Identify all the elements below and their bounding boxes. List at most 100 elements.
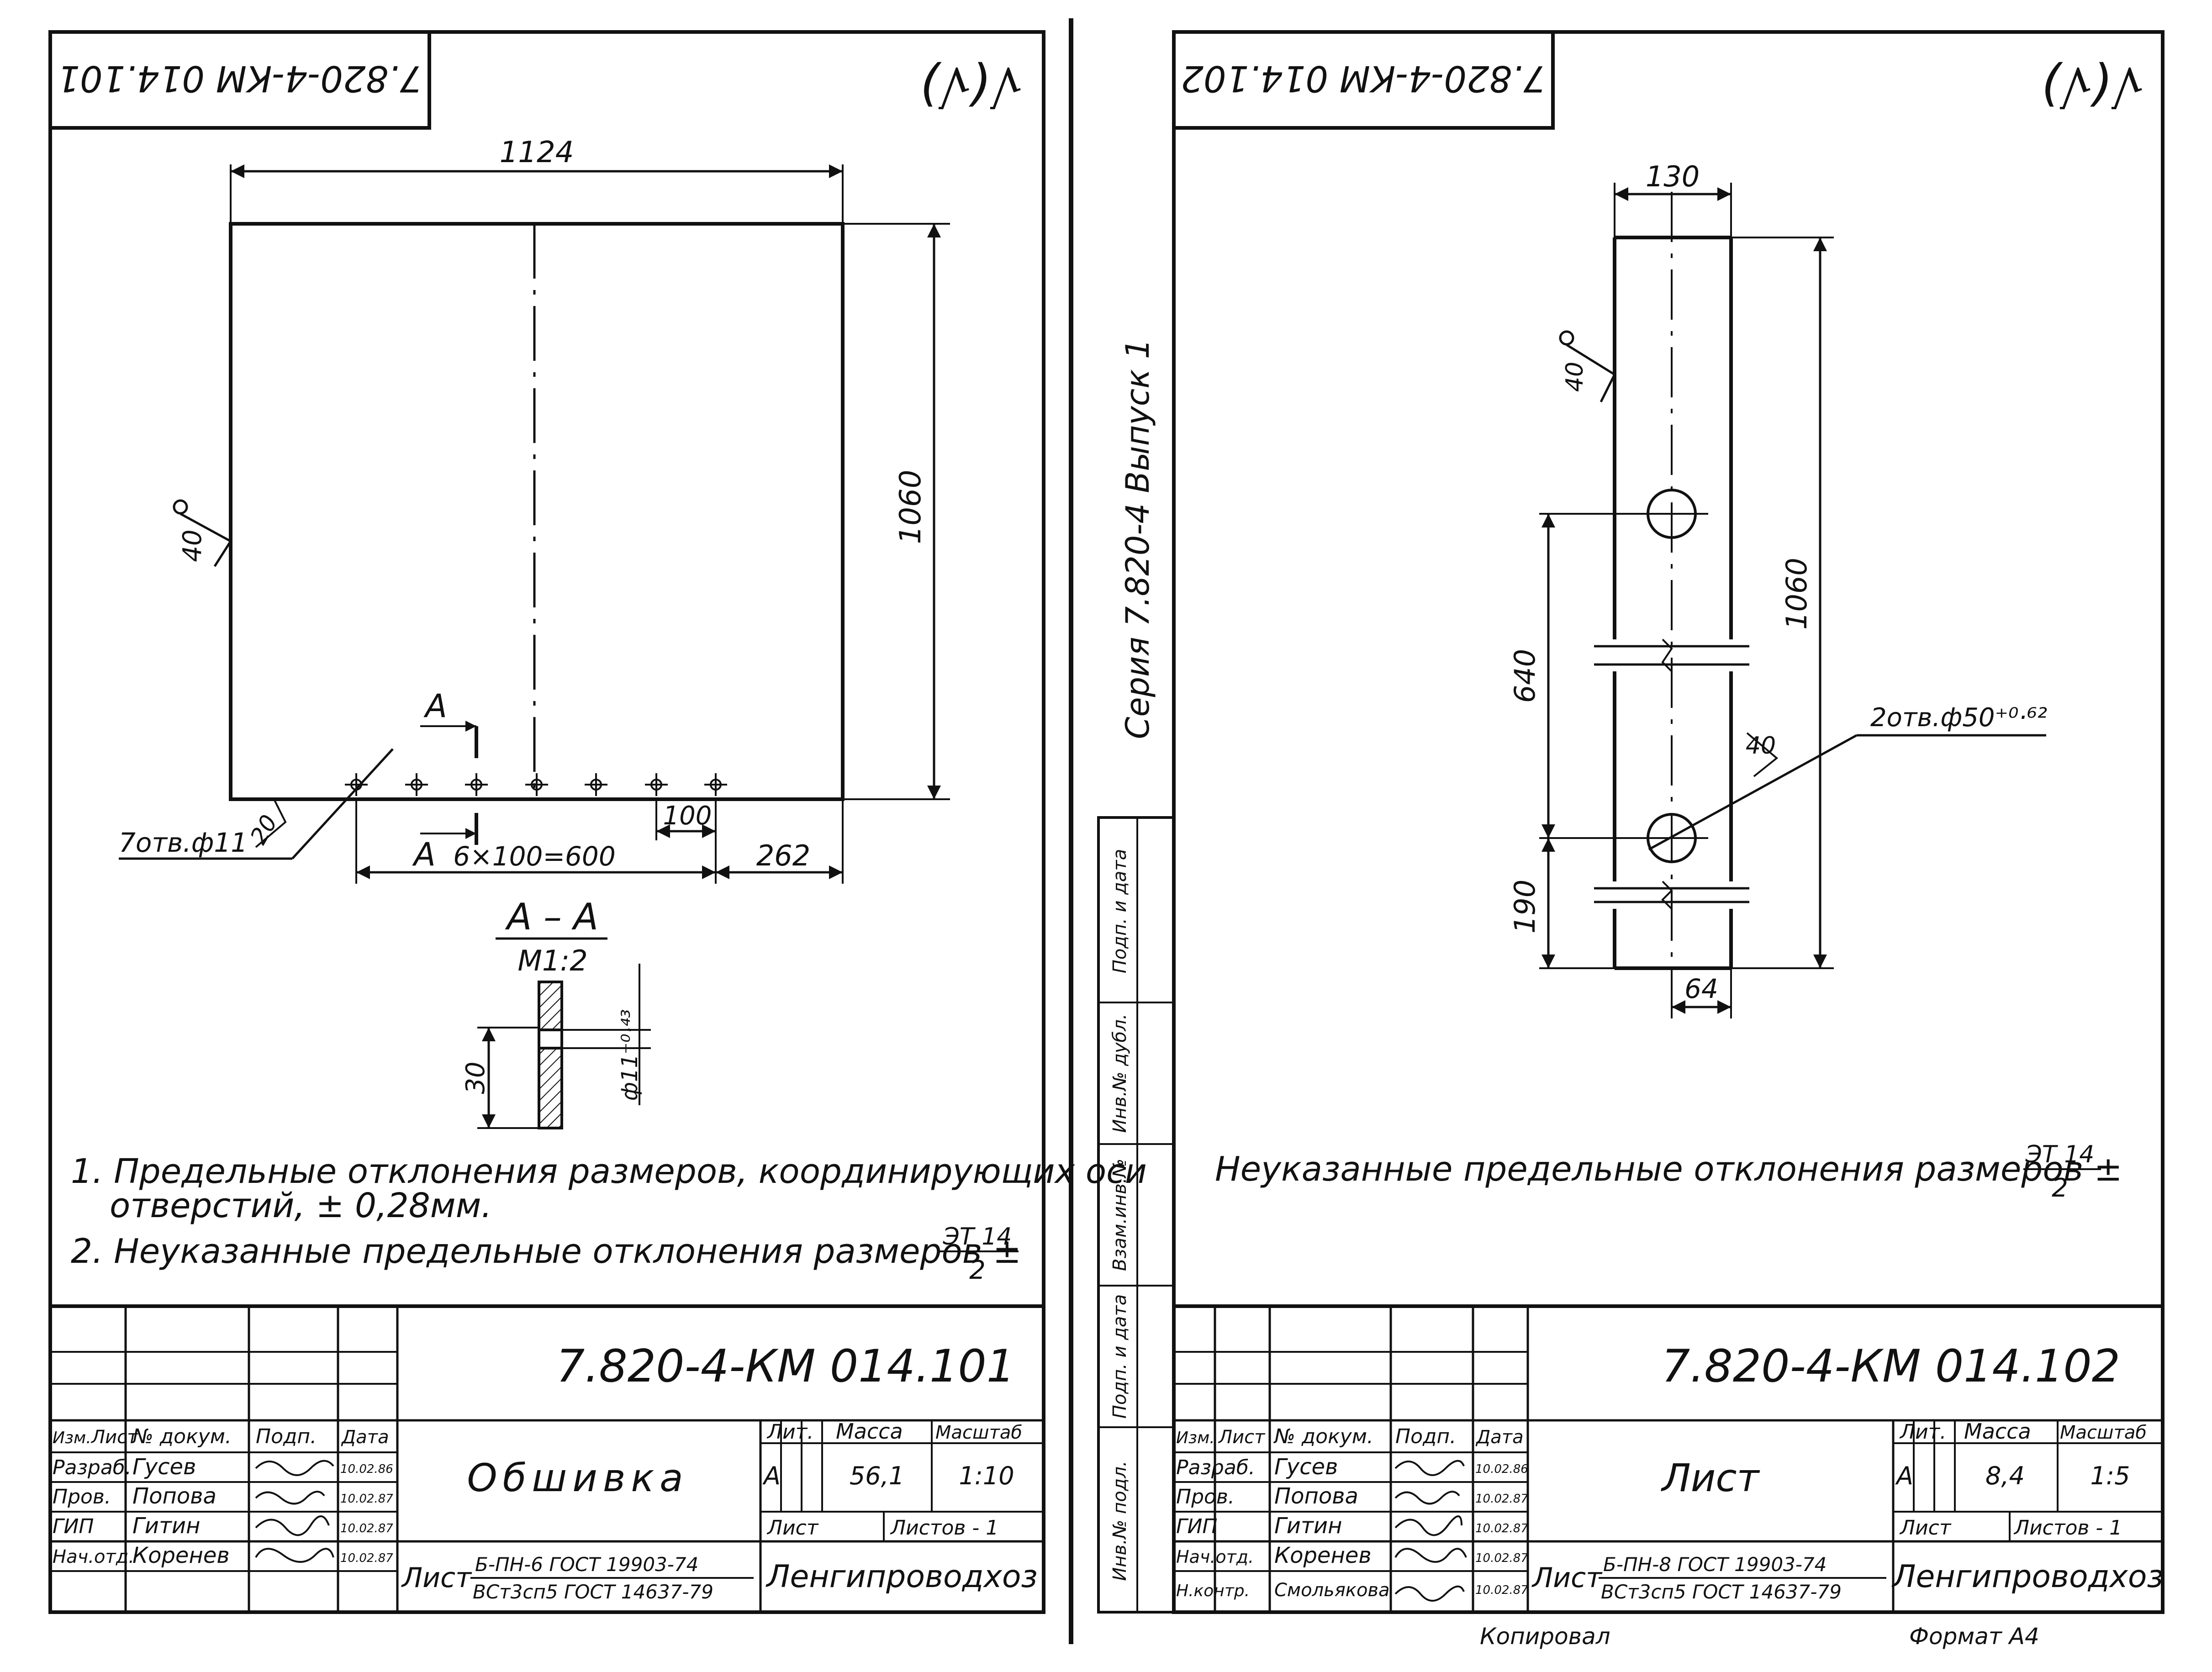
left-material-top: Б-ПН-6 ГОСТ 19903-74 [475,1553,698,1576]
section-thickness-dim: 30 [461,1061,491,1094]
left-person-2: Попова [132,1483,216,1509]
left-stamp: 7.820-4-КМ 014.101 [48,30,431,130]
left-note-2: 2. Неуказанные предельные отклонения раз… [71,1232,1021,1271]
right-date-4: 10.02.87 [1475,1551,1528,1565]
cut-label-bottom: А [412,836,436,873]
right-bottom-dim: 190 [1508,880,1542,934]
left-col-izm: Изм. [53,1429,91,1447]
right-sheets-label: Листов - 1 [2013,1516,2122,1540]
left-section-aa: А – А М1:2 30 ф11⁺⁰·⁴³ [461,896,651,1129]
right-scale-label: Масштаб [2060,1422,2147,1443]
right-date-1: 10.02.86 [1475,1462,1528,1476]
left-lit-label: Лит. [766,1420,813,1444]
left-roughness-mark: √(√) [919,57,1022,115]
left-designation: 7.820-4-КМ 014.101 [556,1340,1015,1392]
right-hole-spacing-dim: 640 [1508,649,1542,703]
right-person-5: Смольякова [1274,1580,1390,1601]
left-plate-outline [229,222,845,801]
right-signature-1 [1394,1460,1465,1476]
left-lit: А [762,1461,781,1490]
section-title: А – А [505,896,598,938]
left-person-3: Гитин [132,1513,200,1539]
right-stamp: 7.820-4-КМ 014.102 [1172,30,1555,130]
left-scale: 1:10 [959,1461,1014,1490]
right-role-4: Нач.отд. [1176,1547,1254,1567]
left-person-4: Коренев [132,1543,230,1568]
left-date-2: 10.02.87 [340,1492,393,1506]
right-note-text: Неуказанные предельные отклонения размер… [1215,1150,2122,1189]
right-signature-4 [1394,1548,1467,1563]
left-col-sign: Подп. [256,1425,317,1448]
left-mass: 56,1 [850,1461,904,1490]
left-person-1: Гусев [132,1454,196,1480]
right-col-date: Дата [1475,1427,1524,1448]
left-col-date: Дата [341,1427,389,1448]
left-sheets-label: Листов - 1 [890,1516,998,1540]
left-note-1-cont: отверстий, ± 0,28мм. [110,1186,492,1225]
right-col-izm: Изм. [1176,1429,1215,1447]
left-role-4: Нач.отд. [53,1546,134,1567]
right-mass: 8,4 [1985,1461,2025,1490]
series-label: Серия 7.820-4 Выпуск 1 [1119,339,1156,739]
right-weld-leg-mid: 40 [1746,732,1776,760]
left-role-1: Разраб. [53,1456,132,1479]
left-step-dim: 100 [663,801,712,831]
right-sheet-label: Лист [1899,1516,1952,1540]
left-holes [345,773,727,796]
side-label-dubl: Инв.№ дубл. [1109,1014,1130,1133]
left-note-tolerance-den: 2 [969,1255,986,1285]
right-holes-label: 2отв.ф50⁺⁰·⁶² [1870,703,2047,733]
side-label-vzam: Взам.инв.№ [1109,1159,1130,1271]
right-hole-bottom [1539,813,1708,863]
left-date-3: 10.02.87 [340,1522,393,1535]
strip-break-2 [1594,881,1749,910]
left-stamp-code: 7.820-4-КМ 014.101 [57,58,422,99]
left-sheet: 7.820-4-КМ 014.101 √(√) 1124 1060 40 [48,30,1147,1614]
hole [645,773,668,796]
left-mass-label: Масса [836,1419,903,1444]
left-holes-leader: 20 7отв.ф11 [119,748,394,860]
right-role-2: Пров. [1176,1485,1235,1508]
right-width-dim: 130 [1646,160,1700,193]
left-organization: Ленгипроводхоз [765,1559,1037,1595]
right-date-2: 10.02.87 [1475,1492,1528,1506]
left-signature-4 [255,1548,334,1563]
left-pitch-dim: 6×100=600 [453,841,616,872]
right-material-word: Лист [1531,1562,1603,1594]
right-weld-symbol-top: 40 [1559,330,1616,403]
cut-label-top: А [423,687,447,725]
left-weld-symbol: 40 [173,499,232,567]
right-lit: А [1895,1461,1913,1490]
hole [405,773,428,796]
section-scale: М1:2 [517,944,587,977]
right-height-dim: 1060 [1780,558,1813,630]
right-note-tolerance-num: ЭТ 14 [2025,1141,2095,1168]
left-date-4: 10.02.87 [340,1551,393,1565]
right-mass-label: Масса [1964,1419,2031,1444]
left-material-bottom: ВСт3сп5 ГОСТ 14637-79 [473,1581,713,1603]
right-material-bottom: ВСт3сп5 ГОСТ 14637-79 [1601,1581,1842,1603]
right-date-3: 10.02.87 [1475,1522,1528,1535]
left-col-doc: № докум. [131,1425,232,1448]
left-signature-3 [255,1515,330,1536]
right-offset-dim: 64 [1684,973,1718,1004]
right-person-1: Гусев [1274,1454,1338,1480]
side-label-podp-1: Подп. и дата [1109,1294,1130,1419]
left-material-word: Лист [401,1562,472,1594]
right-footer-copier: Копировал [1480,1623,1610,1650]
side-label-inv-podl: Инв.№ подл. [1109,1461,1130,1581]
right-organization: Ленгипроводхоз [1891,1559,2163,1595]
left-note-tolerance-num: ЭТ 14 [943,1223,1012,1250]
right-col-sign: Подп. [1395,1425,1456,1448]
left-sheet-label: Лист [766,1516,819,1540]
side-label-podp-2: Подп. и дата [1109,849,1130,973]
right-signature-2 [1394,1491,1460,1505]
strip-break-1 [1594,638,1749,672]
right-date-5: 10.02.87 [1475,1583,1528,1597]
right-stamp-code: 7.820-4-КМ 014.102 [1181,58,1546,99]
section-hole-dim: ф11⁺⁰·⁴³ [617,1009,643,1101]
hole [345,773,368,796]
right-part-name: Лист [1661,1456,1760,1500]
left-date-1: 10.02.86 [340,1462,393,1476]
right-role-1: Разраб. [1176,1456,1255,1479]
